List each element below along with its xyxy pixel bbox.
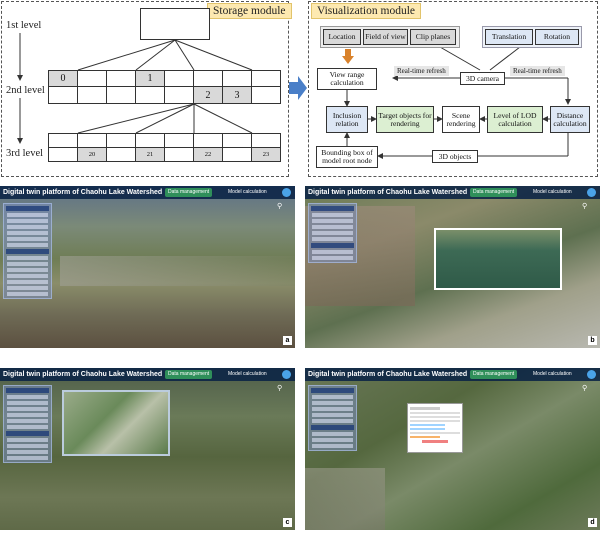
platform-title: Digital twin platform of Chaohu Lake Wat… [308, 189, 468, 196]
model-calculation-button[interactable]: Model calculation [533, 189, 572, 195]
node-label-2: 2 [205, 90, 211, 101]
platform-title: Digital twin platform of Chaohu Lake Wat… [3, 189, 163, 196]
data-management-button[interactable]: Data management [470, 370, 518, 379]
video-popup[interactable] [62, 390, 170, 456]
panel-label: d [588, 518, 597, 527]
station-info-popup[interactable] [407, 403, 463, 453]
node-label-3: 3 [234, 90, 240, 101]
view-range-box: View range calculation [317, 68, 377, 90]
location-box: Location [323, 29, 361, 45]
topbar [305, 368, 600, 381]
refresh-label-right: Real-time refresh [510, 66, 565, 76]
panel-label: c [283, 518, 292, 527]
search-icon[interactable]: ⚲ [277, 202, 283, 210]
node-label-0: 0 [60, 73, 66, 84]
leaf-label-23: 23 [262, 151, 270, 158]
visualization-module-frame [308, 1, 598, 177]
panel-b: Digital twin platform of Chaohu Lake Wat… [305, 186, 600, 348]
model-calculation-button[interactable]: Model calculation [228, 189, 267, 195]
bounding-box-root-box: Bounding box of model root node [316, 146, 378, 168]
data-management-button[interactable]: Data management [165, 188, 213, 197]
leaf-label-20: 20 [88, 151, 96, 158]
logo-icon [587, 188, 596, 197]
level-label-2: 2nd level [6, 85, 45, 96]
clip-planes-box: Clip planes [410, 29, 456, 45]
distance-calculation-box: Distance calculation [550, 106, 590, 133]
storage-module-title: Storage module [207, 3, 292, 19]
search-icon[interactable]: ⚲ [582, 202, 588, 210]
logo-icon [587, 370, 596, 379]
level-label-3: 3rd level [6, 148, 44, 159]
tree-root-node [140, 8, 210, 40]
panel-c: Digital twin platform of Chaohu Lake Wat… [0, 368, 295, 530]
data-management-button[interactable]: Data management [470, 188, 518, 197]
node-label-1: 1 [147, 73, 153, 84]
layer-sidebar[interactable] [3, 385, 52, 463]
field-of-view-box: Field of view [363, 29, 408, 45]
panel-label: a [283, 336, 292, 345]
lod-calculation-box: Level of LOD calculation [487, 106, 543, 133]
search-icon[interactable]: ⚲ [582, 384, 588, 392]
data-management-button[interactable]: Data management [165, 370, 213, 379]
scene-rendering-box: Scene rendering [442, 106, 480, 133]
panel-a: Digital twin platform of Chaohu Lake Wat… [0, 186, 295, 348]
level-label-1: 1st level [6, 20, 42, 31]
topbar [305, 186, 600, 199]
logo-icon [282, 370, 291, 379]
layer-sidebar[interactable] [308, 203, 357, 263]
model-calculation-button[interactable]: Model calculation [228, 371, 267, 377]
target-objects-box: Target objects for rendering [376, 106, 434, 133]
visualization-module-title: Visualization module [311, 3, 421, 19]
topbar [0, 368, 295, 381]
leaf-label-22: 22 [204, 151, 212, 158]
topbar [0, 186, 295, 199]
model-calculation-button[interactable]: Model calculation [533, 371, 572, 377]
3d-objects-box: 3D objects [432, 150, 478, 163]
translation-box: Translation [485, 29, 533, 45]
search-icon[interactable]: ⚲ [277, 384, 283, 392]
platform-title: Digital twin platform of Chaohu Lake Wat… [308, 371, 468, 378]
storage-module-frame [1, 1, 289, 177]
layer-sidebar[interactable] [3, 203, 52, 299]
layer-sidebar[interactable] [308, 385, 357, 451]
refresh-label-left: Real-time refresh [394, 66, 449, 76]
logo-icon [282, 188, 291, 197]
leaf-label-21: 21 [146, 151, 154, 158]
platform-title: Digital twin platform of Chaohu Lake Wat… [3, 371, 163, 378]
video-popup[interactable] [434, 228, 562, 290]
panel-d: Digital twin platform of Chaohu Lake Wat… [305, 368, 600, 530]
camera-box: 3D camera [460, 72, 505, 85]
panel-label: b [588, 336, 597, 345]
inclusion-relation-box: Inclusion relation [326, 106, 368, 133]
rotation-box: Rotation [535, 29, 579, 45]
